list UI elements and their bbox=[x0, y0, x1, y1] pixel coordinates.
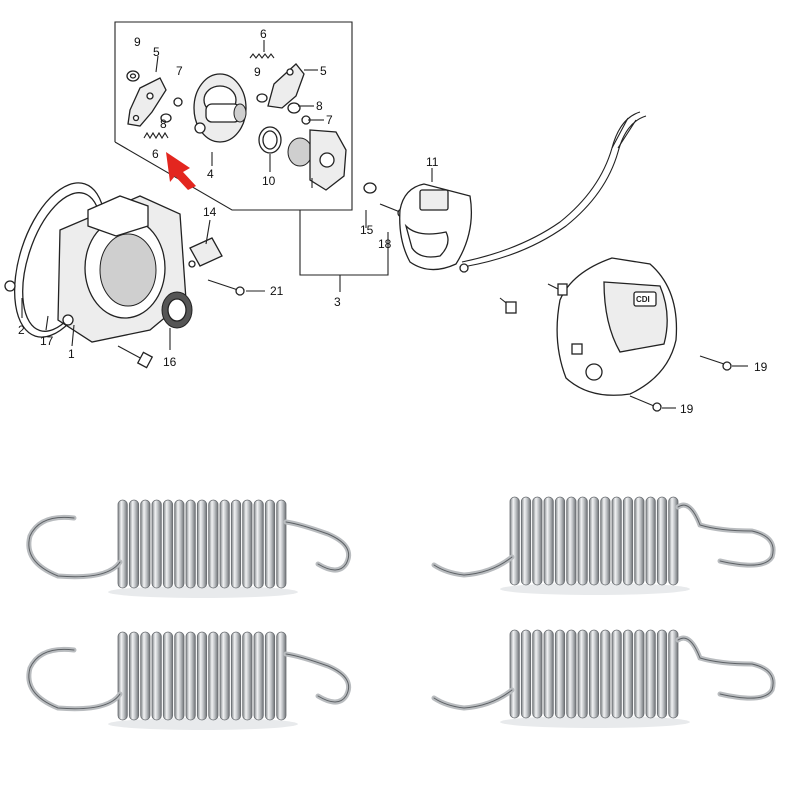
spring-hook-edge bbox=[28, 648, 121, 710]
parts-diagram: CDI bbox=[4, 21, 768, 416]
callout-21: 21 bbox=[270, 284, 284, 298]
spring-hook-edge bbox=[285, 653, 350, 703]
spring-hook bbox=[431, 687, 515, 711]
bolt-19-upper bbox=[699, 355, 748, 371]
callout-18: 18 bbox=[378, 237, 392, 251]
bolt-19-lower bbox=[629, 395, 676, 412]
bolt-21 bbox=[207, 279, 265, 296]
tension-spring bbox=[431, 496, 776, 595]
cdi-badge-text: CDI bbox=[636, 295, 650, 304]
callout-6: 6 bbox=[152, 147, 159, 161]
pulse-generator bbox=[399, 111, 647, 273]
tension-spring bbox=[26, 499, 352, 598]
spring-hook bbox=[283, 651, 352, 705]
callout-15: 15 bbox=[360, 223, 374, 237]
callout-1: 1 bbox=[68, 347, 75, 361]
callout-4: 4 bbox=[207, 167, 214, 181]
bolt-left-cover bbox=[499, 297, 517, 314]
callout-9: 9 bbox=[134, 35, 141, 49]
callout-11: 11 bbox=[426, 155, 439, 169]
contact-breaker-left bbox=[127, 77, 167, 127]
callout-19: 19 bbox=[754, 360, 768, 374]
bolt-top-cover bbox=[547, 283, 568, 296]
callout-19: 19 bbox=[680, 402, 694, 416]
cdi-badge bbox=[633, 291, 657, 307]
bracket-14 bbox=[189, 237, 223, 267]
callout-10: 10 bbox=[262, 174, 276, 188]
bolt-16 bbox=[117, 345, 154, 369]
spring-small-top bbox=[249, 53, 275, 59]
spring-hook bbox=[431, 554, 515, 578]
spring-hook bbox=[675, 635, 776, 701]
spring-hook-edge bbox=[285, 521, 350, 571]
highlight-arrow bbox=[166, 152, 196, 190]
spring-hook bbox=[283, 519, 352, 573]
spring-hook-edge bbox=[433, 556, 513, 576]
inset-frame bbox=[114, 21, 353, 211]
callout-7: 7 bbox=[326, 113, 333, 127]
callout-9: 9 bbox=[254, 65, 261, 79]
callout-14: 14 bbox=[203, 205, 217, 219]
spring-small-left bbox=[143, 131, 169, 140]
spring-hook-edge bbox=[677, 637, 774, 699]
callout-5: 5 bbox=[320, 64, 327, 78]
leader-3-bracket bbox=[299, 210, 389, 276]
callout-3: 3 bbox=[334, 295, 341, 309]
callout-8: 8 bbox=[160, 117, 167, 131]
tension-spring bbox=[431, 629, 776, 728]
callout-8: 8 bbox=[316, 99, 323, 113]
callout-5: 5 bbox=[153, 45, 160, 59]
stator-housing bbox=[4, 182, 187, 343]
callout-6: 6 bbox=[260, 27, 267, 41]
callout-17: 17 bbox=[40, 334, 54, 348]
spring-hook-edge bbox=[677, 504, 774, 566]
spring-hook-edge bbox=[28, 516, 121, 578]
contact-breaker-right bbox=[267, 63, 305, 109]
washer-15 bbox=[363, 182, 377, 194]
callout-7: 7 bbox=[176, 64, 183, 78]
tension-spring bbox=[26, 631, 352, 730]
callout-16: 16 bbox=[163, 355, 177, 369]
cdi-cover: CDI bbox=[556, 257, 678, 396]
callout-2: 2 bbox=[18, 323, 25, 337]
spring-hook bbox=[675, 502, 776, 568]
springs-photo bbox=[26, 496, 776, 730]
spring-hook-edge bbox=[433, 689, 513, 709]
